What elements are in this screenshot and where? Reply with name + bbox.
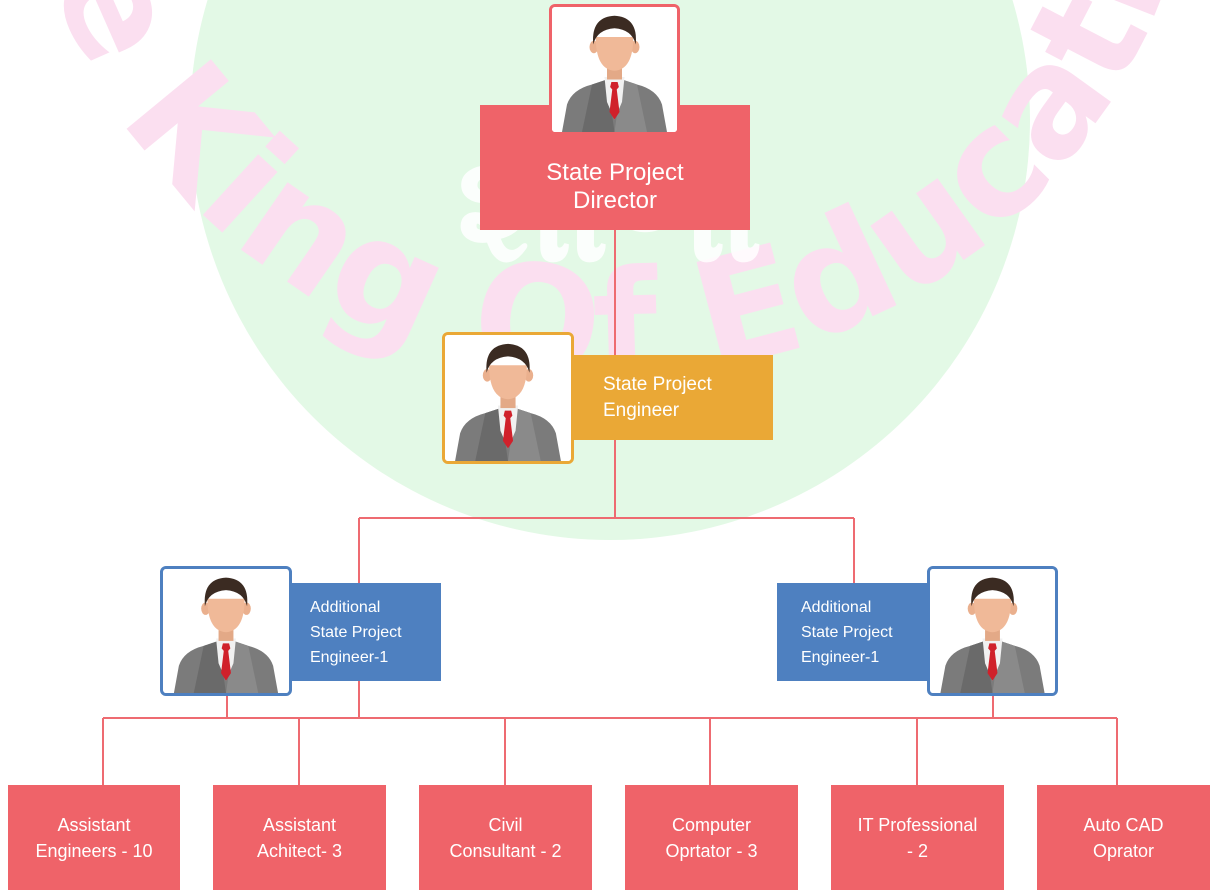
- staff-box: Assistant Engineers - 10: [8, 785, 180, 890]
- staff-label: Assistant Engineers - 10: [35, 814, 153, 861]
- staff-box: Assistant Achitect- 3: [213, 785, 386, 890]
- additional-right-photo: [927, 566, 1058, 696]
- staff-label: Assistant Achitect- 3: [256, 814, 343, 861]
- watermark-circle: [190, 0, 1030, 540]
- staff-label: Civil Consultant - 2: [449, 814, 562, 861]
- staff-label: Auto CAD Oprator: [1083, 814, 1164, 861]
- director-label: State Project Director: [546, 158, 684, 214]
- additional-left-photo: [160, 566, 292, 696]
- engineer-label: State Project Engineer: [603, 373, 712, 421]
- additional-left-label: Additional State Project Engineer-1: [310, 598, 402, 666]
- person-icon: [930, 569, 1055, 693]
- person-icon: [164, 569, 288, 693]
- staff-box: Computer Oprtator - 3: [625, 785, 798, 890]
- staff-box: IT Professional - 2: [831, 785, 1004, 890]
- staff-label: Computer Oprtator - 3: [665, 814, 758, 861]
- engineer-box: State Project Engineer: [555, 355, 773, 440]
- staff-label: IT Professional - 2: [857, 814, 978, 861]
- director-photo: [549, 4, 680, 135]
- staff-box: Civil Consultant - 2: [419, 785, 592, 890]
- staff-box: Auto CAD Oprator: [1037, 785, 1210, 890]
- director-box: State Project Director: [480, 105, 750, 230]
- person-icon: [445, 335, 571, 461]
- person-icon: [552, 7, 677, 132]
- additional-right-label: Additional State Project Engineer-1: [801, 598, 893, 666]
- additional-left-box: Additional State Project Engineer-1: [268, 583, 441, 681]
- additional-right-box: Additional State Project Engineer-1: [777, 583, 945, 681]
- engineer-photo: [442, 332, 574, 464]
